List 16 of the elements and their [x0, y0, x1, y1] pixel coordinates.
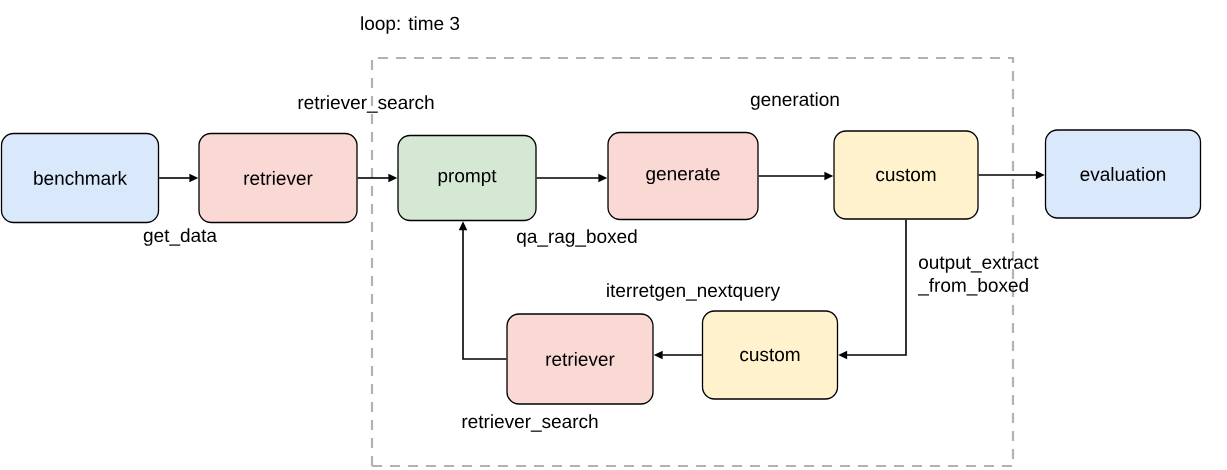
- process-box: custom: [701, 310, 839, 400]
- process-box: evaluation: [1044, 129, 1202, 219]
- method-label: retriever_search: [462, 414, 598, 432]
- loop-title: loop: time 3: [361, 16, 460, 34]
- process-box: benchmark: [0, 132, 160, 224]
- method-label: iterretgen_nextquery: [607, 283, 781, 301]
- process-box: prompt: [397, 134, 537, 222]
- process-box: custom: [833, 130, 979, 220]
- process-box: generate: [607, 131, 759, 221]
- method-label: retriever_search: [298, 95, 434, 113]
- method-label: generation: [750, 92, 839, 110]
- method-label: get_data: [143, 228, 217, 246]
- method-label: qa_rag_boxed: [517, 229, 637, 247]
- process-box: retriever: [506, 313, 654, 405]
- method-label: output_extract _from_boxed: [917, 256, 1039, 296]
- process-box: retriever: [198, 132, 358, 224]
